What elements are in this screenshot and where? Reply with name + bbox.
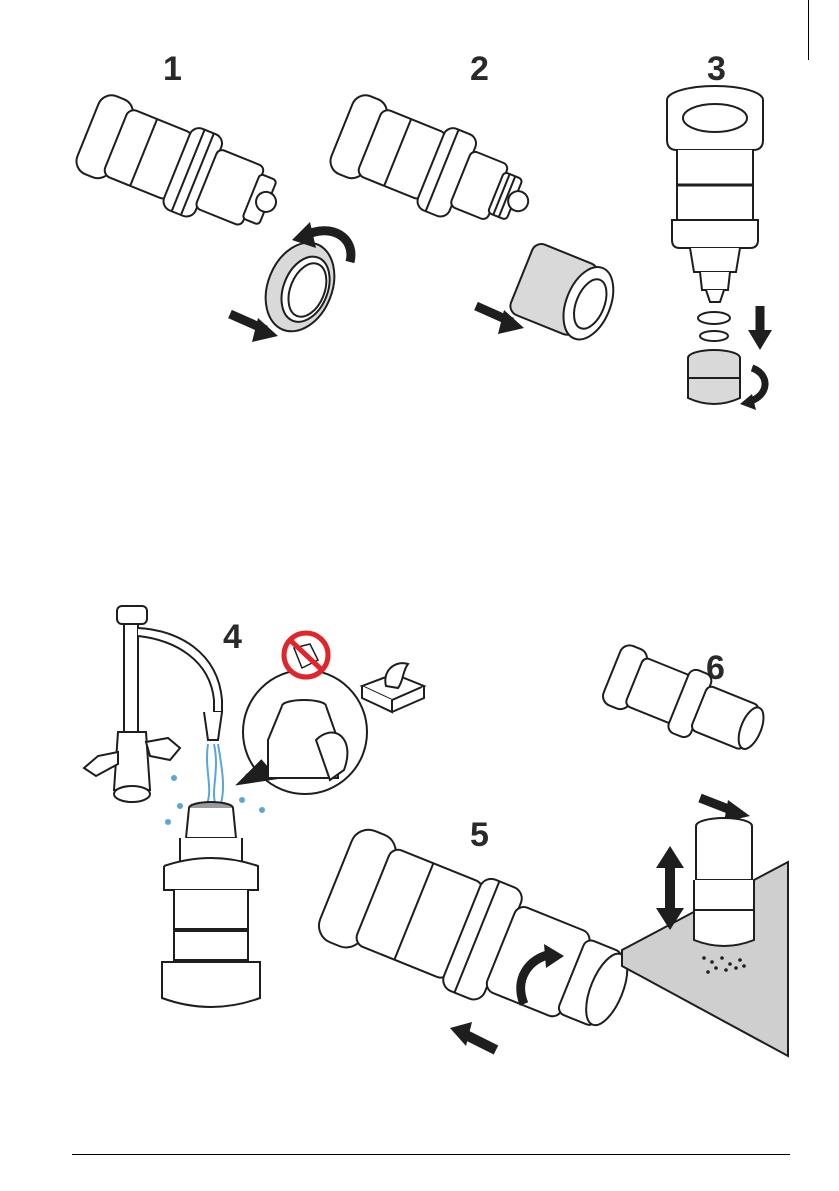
tissue-box-icon [362,663,424,712]
step-5-illustration [314,824,645,1051]
retaining-ring [253,232,347,341]
lower-cap [688,350,740,404]
step-2-illustration [326,89,624,347]
sensor-body-vertical [162,802,260,1007]
direction-arrow-icon [450,1022,496,1050]
cap-cartridge [507,241,623,347]
callout-bubble [238,670,367,794]
rotate-arrow-icon [740,368,765,410]
no-cloth-wipe-icon [284,633,328,677]
step-1-illustration [72,89,347,341]
footer-rule [72,1154,790,1155]
step-6-illustration [599,640,773,763]
faucet [84,606,222,802]
up-down-arrow-icon [656,846,684,930]
direction-arrow-icon [748,306,772,350]
step-3-illustration [667,86,763,404]
